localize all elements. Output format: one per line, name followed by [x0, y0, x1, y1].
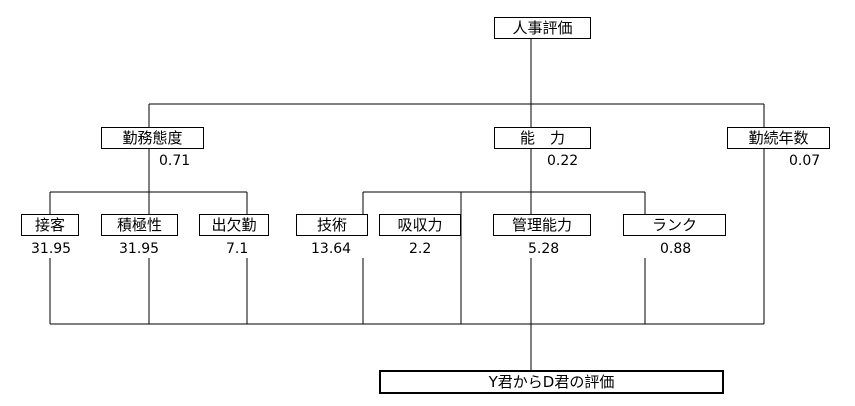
subcriterion-reception-value: 31.95 [31, 241, 72, 257]
criterion-attitude-weight: 0.71 [159, 153, 191, 169]
subcriterion-rank-value: 0.88 [660, 241, 692, 257]
criterion-tenure: 勤続年数 [727, 127, 830, 149]
subcriterion-management-value: 5.28 [528, 241, 560, 257]
subcriterion-absorption-value: 2.2 [409, 241, 432, 257]
subcriterion-initiative: 積極性 [101, 214, 178, 236]
subcriterion-reception: 接客 [21, 214, 79, 236]
criterion-ability-weight: 0.22 [547, 153, 579, 169]
subcriterion-rank: ランク [623, 214, 726, 236]
subcriterion-absorption: 吸収力 [379, 214, 461, 236]
criterion-attitude: 勤務態度 [101, 127, 204, 149]
subcriterion-technique: 技術 [296, 214, 368, 236]
subcriterion-technique-value: 13.64 [311, 241, 352, 257]
goal-node: Y君からD君の評価 [379, 370, 724, 394]
subcriterion-management: 管理能力 [493, 214, 591, 236]
criterion-ability: 能 力 [494, 127, 591, 149]
subcriterion-attendance-value: 7.1 [226, 241, 249, 257]
subcriterion-initiative-value: 31.95 [119, 241, 160, 257]
subcriterion-attendance: 出欠勤 [199, 214, 269, 236]
root-node: 人事評価 [494, 17, 591, 39]
criterion-tenure-weight: 0.07 [789, 153, 821, 169]
